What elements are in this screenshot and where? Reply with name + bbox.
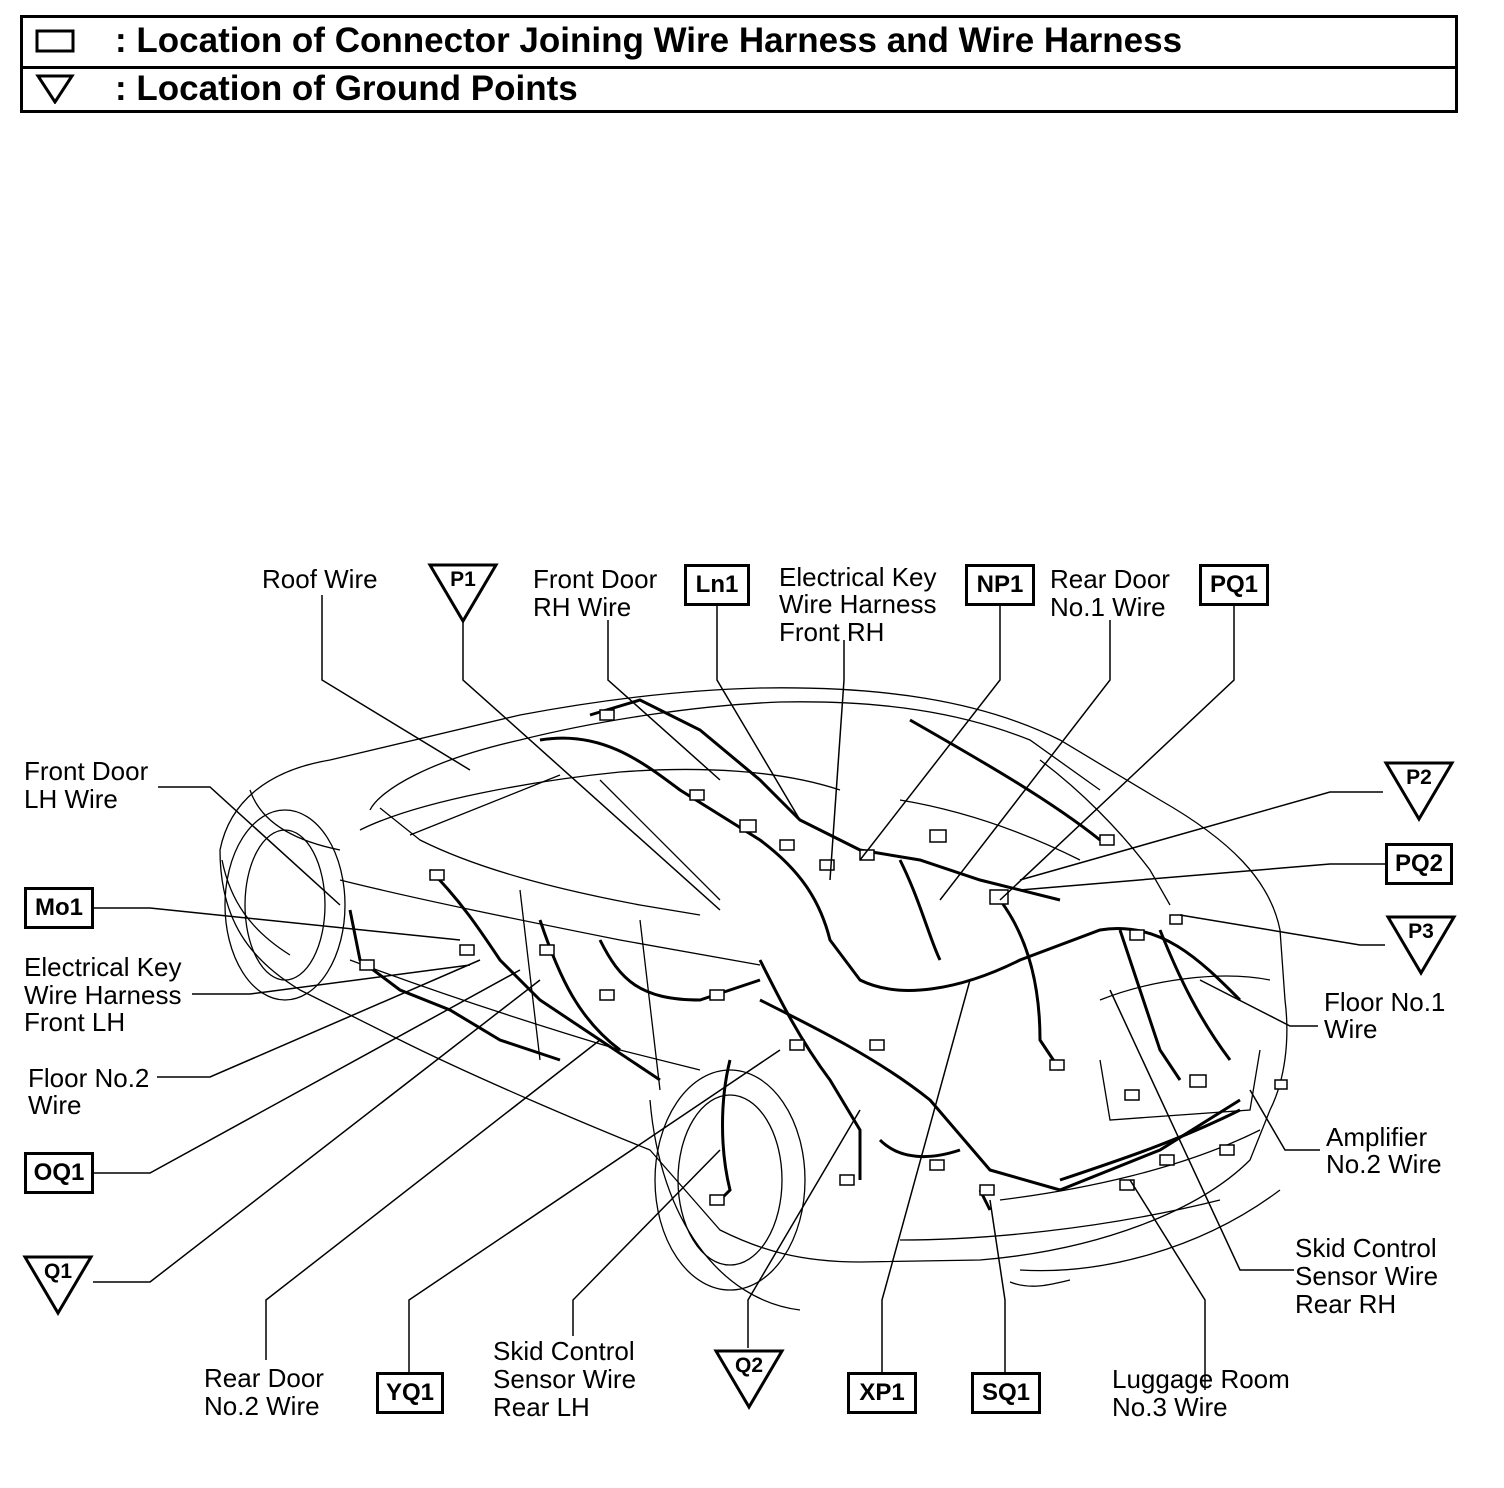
harness-connectors <box>359 709 1288 1206</box>
skid-control-rh-label-line2: Sensor Wire <box>1295 1261 1439 1291</box>
connector-xp1: XP1 <box>847 1372 917 1414</box>
front-door-rh-label-line2: RH Wire <box>533 592 632 622</box>
skid-control-lh-label-line2: Sensor Wire <box>493 1364 637 1394</box>
ground-triangle-icon <box>35 74 75 104</box>
luggage-room-no3-label-line2: No.3 Wire <box>1112 1392 1228 1422</box>
ground-point-q1-label: Q1 <box>43 1260 72 1283</box>
floor-no2-label-line1: Floor No.2 <box>28 1063 150 1093</box>
rear-door-no1-label-line2: No.1 Wire <box>1050 592 1166 622</box>
connector-pq2: PQ2 <box>1385 843 1453 885</box>
floor-no1-label-line2: Wire <box>1324 1014 1378 1044</box>
ground-point-p3-label: P3 <box>1408 920 1434 943</box>
legend-connector-text: : Location of Connector Joining Wire Har… <box>115 21 1183 60</box>
connector-ln1: Ln1 <box>684 564 750 606</box>
ground-point-q1: Q1 <box>22 1254 94 1316</box>
electrical-key-front-lh-line2: Wire Harness <box>24 980 182 1010</box>
ground-triangle-icon <box>427 563 499 624</box>
ground-point-q2-label: Q2 <box>734 1354 763 1377</box>
connector-yq1: YQ1 <box>376 1372 444 1414</box>
skid-control-rh-label-line3: Rear RH <box>1295 1289 1397 1319</box>
legend-connector-row: : Location of Connector Joining Wire Har… <box>23 18 1455 69</box>
connector-pq1: PQ1 <box>1199 564 1269 606</box>
roof-wire-label: Roof Wire <box>262 564 378 594</box>
electrical-key-front-rh-line3: Front RH <box>779 617 885 647</box>
ground-triangle-icon <box>1385 915 1457 976</box>
legend: : Location of Connector Joining Wire Har… <box>20 15 1458 113</box>
front-door-lh-label-line1: Front Door <box>24 756 149 786</box>
amplifier-no2-label-line1: Amplifier <box>1326 1122 1428 1152</box>
ground-point-p1: P1 <box>427 562 499 624</box>
amplifier-no2-label-line2: No.2 Wire <box>1326 1149 1442 1179</box>
floor-no2-label-line2: Wire <box>28 1090 82 1120</box>
luggage-room-no3-label-line1: Luggage Room <box>1112 1364 1290 1394</box>
ground-point-p3: P3 <box>1385 914 1457 976</box>
ground-point-p2-label: P2 <box>1406 766 1432 789</box>
skid-control-lh-label-line3: Rear LH <box>493 1392 590 1422</box>
front-door-lh-label-line2: LH Wire <box>24 784 118 814</box>
connector-oq1: OQ1 <box>24 1152 94 1194</box>
front-door-rh-label-line1: Front Door <box>533 564 658 594</box>
rear-door-no2-label-line1: Rear Door <box>204 1363 324 1393</box>
rear-door-no1-label-line1: Rear Door <box>1050 564 1170 594</box>
leader-lines <box>93 595 1385 1390</box>
connector-box-icon <box>35 29 75 53</box>
skid-control-rh-label-line1: Skid Control <box>1295 1233 1437 1263</box>
wire-harness-routing <box>348 698 1242 1211</box>
ground-triangle-icon <box>713 1349 785 1410</box>
connector-sq1: SQ1 <box>971 1372 1041 1414</box>
electrical-key-front-lh-line1: Electrical Key <box>24 952 182 982</box>
electrical-key-front-lh-line3: Front LH <box>24 1007 126 1037</box>
rear-door-no2-label-line2: No.2 Wire <box>204 1391 320 1421</box>
legend-ground-row: : Location of Ground Points <box>23 66 1455 114</box>
electrical-key-front-rh-line1: Electrical Key <box>779 562 937 592</box>
connector-np1: NP1 <box>965 564 1035 606</box>
ground-point-p2: P2 <box>1383 760 1455 822</box>
ground-triangle-icon <box>1383 761 1455 822</box>
vehicle-outline <box>219 687 1288 1311</box>
ground-point-p1-label: P1 <box>450 568 476 591</box>
connector-mo1: Mo1 <box>24 887 94 929</box>
skid-control-lh-label-line1: Skid Control <box>493 1336 635 1366</box>
electrical-key-front-rh-line2: Wire Harness <box>779 589 937 619</box>
legend-ground-text: : Location of Ground Points <box>115 69 578 108</box>
ground-point-q2: Q2 <box>713 1348 785 1410</box>
ground-triangle-icon <box>22 1255 94 1316</box>
floor-no1-label-line1: Floor No.1 <box>1324 987 1446 1017</box>
